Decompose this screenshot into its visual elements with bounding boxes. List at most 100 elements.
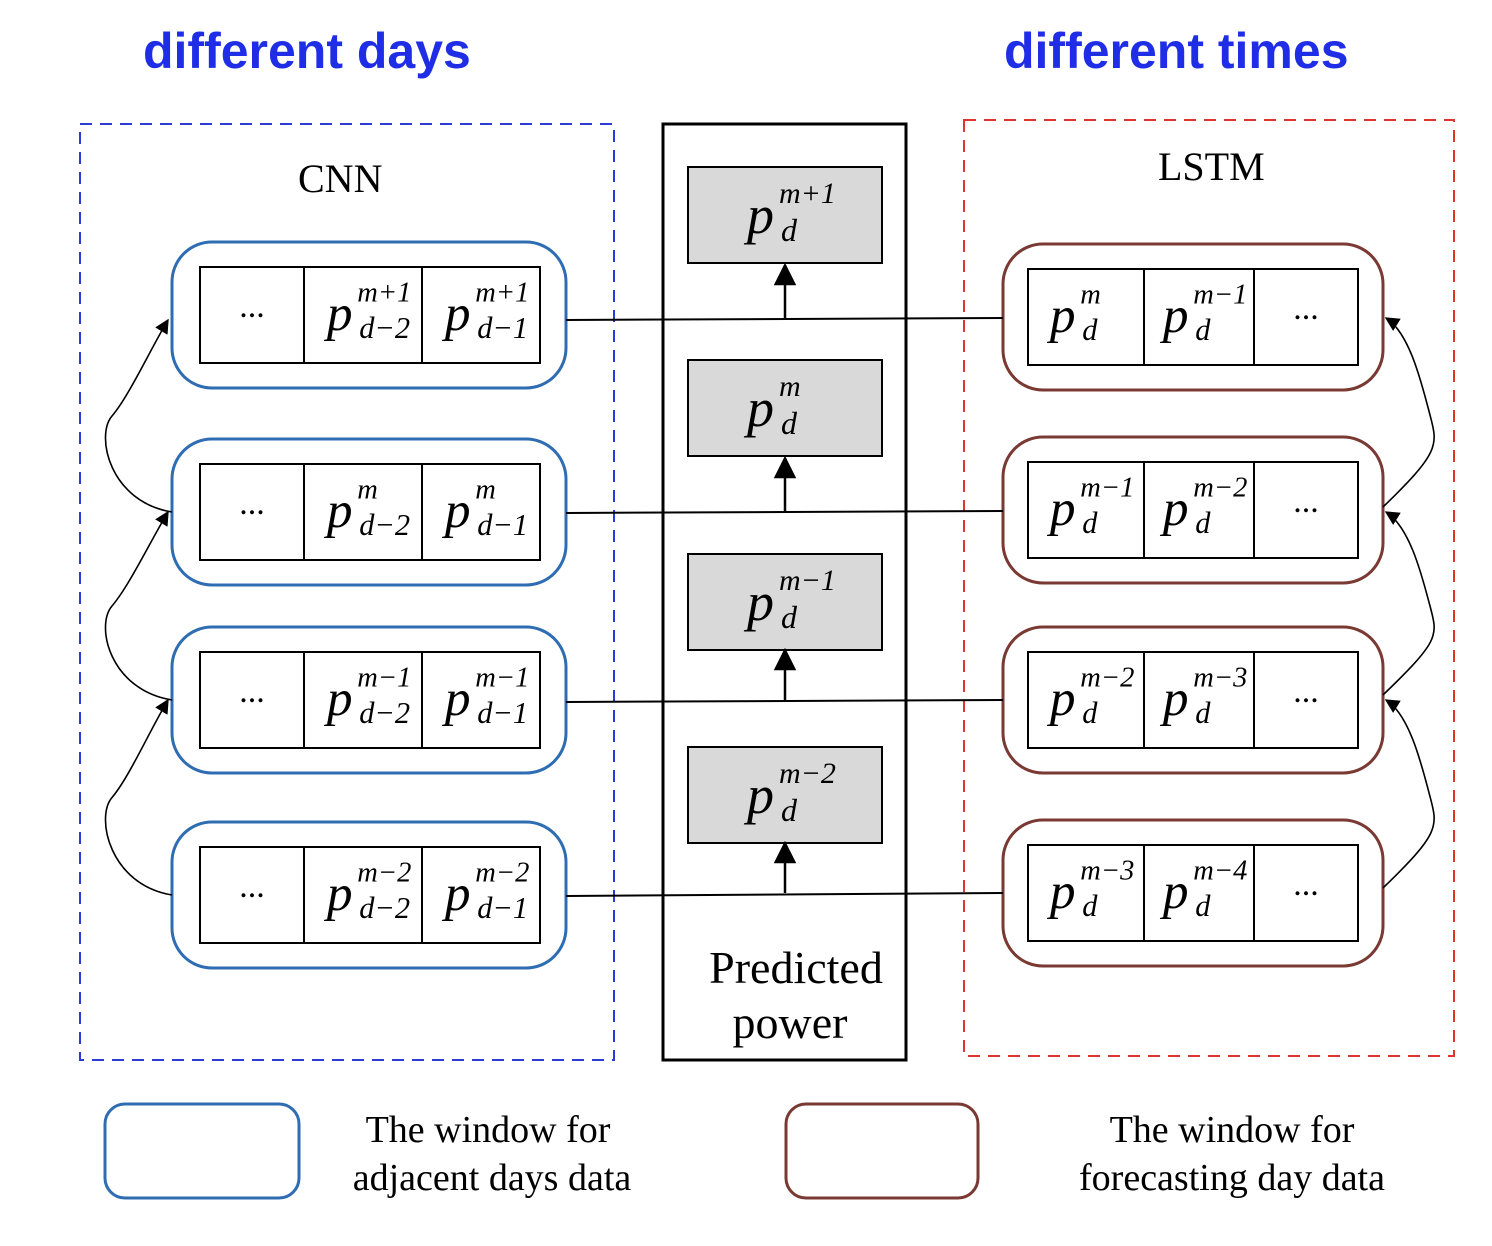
cnn-term-sub: d−2	[359, 891, 410, 925]
cnn-term-base: p	[442, 670, 471, 727]
cnn-term-sub: d−2	[359, 311, 410, 345]
lstm-cell	[1253, 268, 1359, 366]
lstm-term-base: p	[1047, 287, 1076, 344]
cnn-frame	[79, 123, 615, 1061]
ellipsis: ...	[1293, 866, 1319, 903]
cnn-cell	[421, 266, 541, 364]
legend-cnn-text-line2: adjacent days data	[353, 1157, 632, 1199]
lstm-term-base: p	[1047, 670, 1076, 727]
predicted-label-line2: power	[733, 997, 848, 1048]
predicted-term-base: p	[743, 765, 774, 825]
cnn-term-base: p	[442, 285, 471, 342]
predicted-term-sup: m−1	[779, 564, 836, 597]
predicted-term-base: p	[743, 185, 774, 245]
lstm-curve-arrow	[1382, 699, 1435, 889]
lstm-cell	[1143, 461, 1255, 559]
cnn-cell	[421, 463, 541, 561]
cnn-term-base: p	[442, 865, 471, 922]
predicted-term-sub: d	[781, 599, 798, 635]
lstm-term-sup: m	[1080, 280, 1101, 311]
lstm-term-base: p	[1160, 480, 1189, 537]
ellipsis: ...	[239, 288, 265, 325]
cnn-cell	[199, 846, 305, 944]
cnn-curve-arrow	[104, 318, 173, 513]
lstm-label: LSTM	[1158, 144, 1265, 189]
lstm-curve-arrow	[1382, 317, 1435, 508]
cnn-term-sup: m−2	[475, 858, 529, 889]
title-different-days: different days	[143, 23, 471, 79]
lstm-term-sub: d	[1082, 696, 1098, 730]
cnn-term-base: p	[324, 482, 353, 539]
lstm-term-sup: m−4	[1193, 856, 1247, 887]
predicted-term-base: p	[743, 378, 774, 438]
predicted-box-frame	[687, 746, 883, 844]
predicted-box-frame	[687, 553, 883, 651]
cnn-curve-arrow	[104, 510, 173, 701]
cnn-term-sub: d−2	[359, 508, 410, 542]
cnn-cell	[199, 266, 305, 364]
lstm-term-sup: m−3	[1080, 856, 1134, 887]
legend-cnn-text-line1: The window for	[366, 1109, 611, 1151]
cnn-term-sub: d−1	[477, 508, 528, 542]
connector-line	[565, 699, 1004, 703]
cnn-term-base: p	[324, 285, 353, 342]
lstm-cell	[1253, 651, 1359, 749]
cnn-term-sup: m−2	[357, 858, 411, 889]
cnn-term-base: p	[324, 670, 353, 727]
ellipsis: ...	[1293, 673, 1319, 710]
connector-line	[565, 510, 1004, 514]
cnn-term-sup: m	[475, 475, 496, 506]
lstm-term-sub: d	[1082, 889, 1098, 923]
lstm-cell	[1253, 461, 1359, 559]
lstm-term-sup: m−1	[1080, 473, 1134, 504]
cnn-term-sup: m	[357, 475, 378, 506]
lstm-term-base: p	[1047, 480, 1076, 537]
cnn-term-sup: m−1	[357, 663, 411, 694]
predicted-column	[661, 122, 908, 1062]
lstm-term-sup: m−2	[1080, 663, 1134, 694]
ellipsis: ...	[239, 868, 265, 905]
cnn-cell	[199, 463, 305, 561]
ellipsis: ...	[239, 485, 265, 522]
cnn-cell	[303, 266, 423, 364]
lstm-term-sup: m−1	[1193, 280, 1247, 311]
legend-cnn-window	[103, 1102, 301, 1200]
predicted-term-base: p	[743, 572, 774, 632]
lstm-cell	[1027, 461, 1145, 559]
cnn-term-base: p	[324, 865, 353, 922]
cnn-curve-arrow	[104, 698, 173, 896]
cnn-term-sub: d−1	[477, 696, 528, 730]
cnn-cell	[303, 651, 423, 749]
legend-lstm-text-line1: The window for	[1110, 1109, 1355, 1151]
connector-line	[565, 317, 1004, 321]
lstm-curve-arrow	[1382, 511, 1435, 696]
legend-lstm-text-line2: forecasting day data	[1079, 1157, 1385, 1199]
lstm-term-sup: m−2	[1193, 473, 1247, 504]
lstm-term-sub: d	[1082, 313, 1098, 347]
predicted-term-sub: d	[781, 405, 798, 441]
predicted-box-frame	[687, 359, 883, 457]
lstm-cell	[1143, 651, 1255, 749]
